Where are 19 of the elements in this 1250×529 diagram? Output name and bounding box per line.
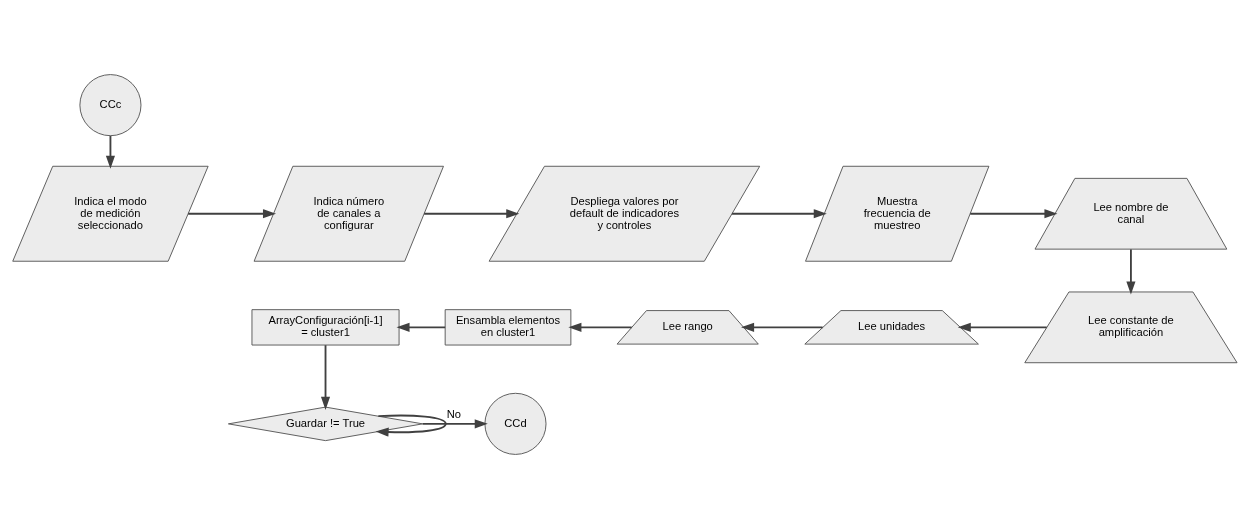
arrow xyxy=(375,414,447,437)
node-circle: CCc xyxy=(79,74,142,137)
arrow xyxy=(957,322,1048,332)
arrow xyxy=(1126,248,1136,295)
node-diamond: Guardar != True xyxy=(227,406,424,442)
arrow xyxy=(969,209,1058,219)
arrow xyxy=(568,322,633,332)
arrow xyxy=(187,209,276,219)
node-box: Ensambla elementos en cluster1 xyxy=(444,309,572,346)
node-circle: CCd xyxy=(484,392,547,455)
arrow xyxy=(320,344,331,410)
arrow xyxy=(731,209,827,219)
arrow xyxy=(421,419,488,429)
edge-label: No xyxy=(446,407,461,420)
arrow xyxy=(396,322,447,332)
arrow xyxy=(741,322,824,332)
arrow xyxy=(105,134,115,169)
node-box: ArrayConfiguración[i-1] = cluster1 xyxy=(251,309,400,346)
arrow xyxy=(423,209,520,219)
